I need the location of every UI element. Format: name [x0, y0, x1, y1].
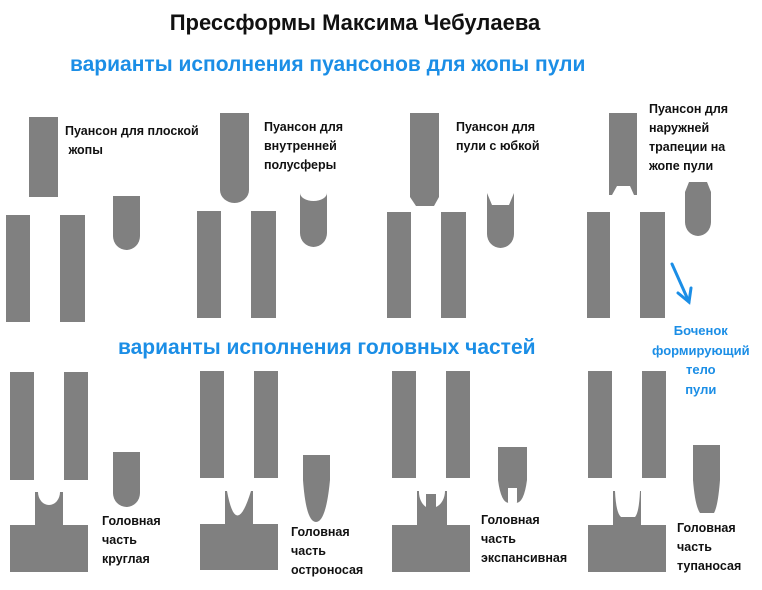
head-die-expansive	[392, 491, 470, 572]
bullet-pointed-nose	[303, 455, 330, 522]
die-body	[392, 371, 470, 478]
bullet-expansive	[498, 447, 527, 503]
label-punch-flat: Пуансон для плоской жопы	[65, 124, 199, 157]
label-head-blunt: Головная часть тупаносая	[677, 521, 742, 573]
die-body	[10, 372, 88, 480]
die-body	[387, 212, 466, 318]
bullet-round-nose	[113, 452, 140, 507]
bullet-skirt	[487, 193, 514, 249]
label-punch-trapezoid: Пуансон для наружней трапеции на жопе пу…	[649, 102, 729, 173]
section-heading-punches: варианты исполнения пуансонов для жопы п…	[70, 53, 586, 76]
punch-flat	[29, 117, 58, 197]
head-die-round	[10, 492, 88, 572]
die-body	[6, 215, 85, 322]
punch-hemisphere	[220, 113, 249, 203]
arrow-icon	[670, 262, 693, 305]
label-head-pointed: Головная часть остроносая	[291, 525, 364, 577]
label-head-expansive: Головная часть экспансивная	[481, 513, 568, 565]
bullet-boattail	[685, 182, 711, 236]
label-punch-skirt: Пуансон для пули с юбкой	[456, 120, 540, 153]
die-body	[588, 371, 666, 478]
bullet-blunt-nose	[693, 445, 720, 513]
die-body	[587, 212, 665, 318]
bullet-hollow-base	[300, 193, 327, 248]
head-die-blunt	[588, 491, 666, 572]
die-body	[200, 371, 278, 478]
punch-trapezoid	[609, 113, 637, 195]
head-die-pointed	[200, 491, 278, 570]
section-heading-heads: варианты исполнения головных частей	[118, 336, 536, 359]
punch-skirt	[410, 113, 439, 206]
bullet-flat-base	[113, 196, 140, 250]
page-title: Прессформы Максима Чебулаева	[169, 10, 541, 35]
die-body	[197, 211, 276, 318]
label-barrel: Боченок формирующий тело пули	[652, 323, 750, 397]
label-punch-hemisphere: Пуансон для внутренней полусферы	[264, 120, 344, 172]
label-head-round: Головная часть круглая	[102, 514, 161, 566]
